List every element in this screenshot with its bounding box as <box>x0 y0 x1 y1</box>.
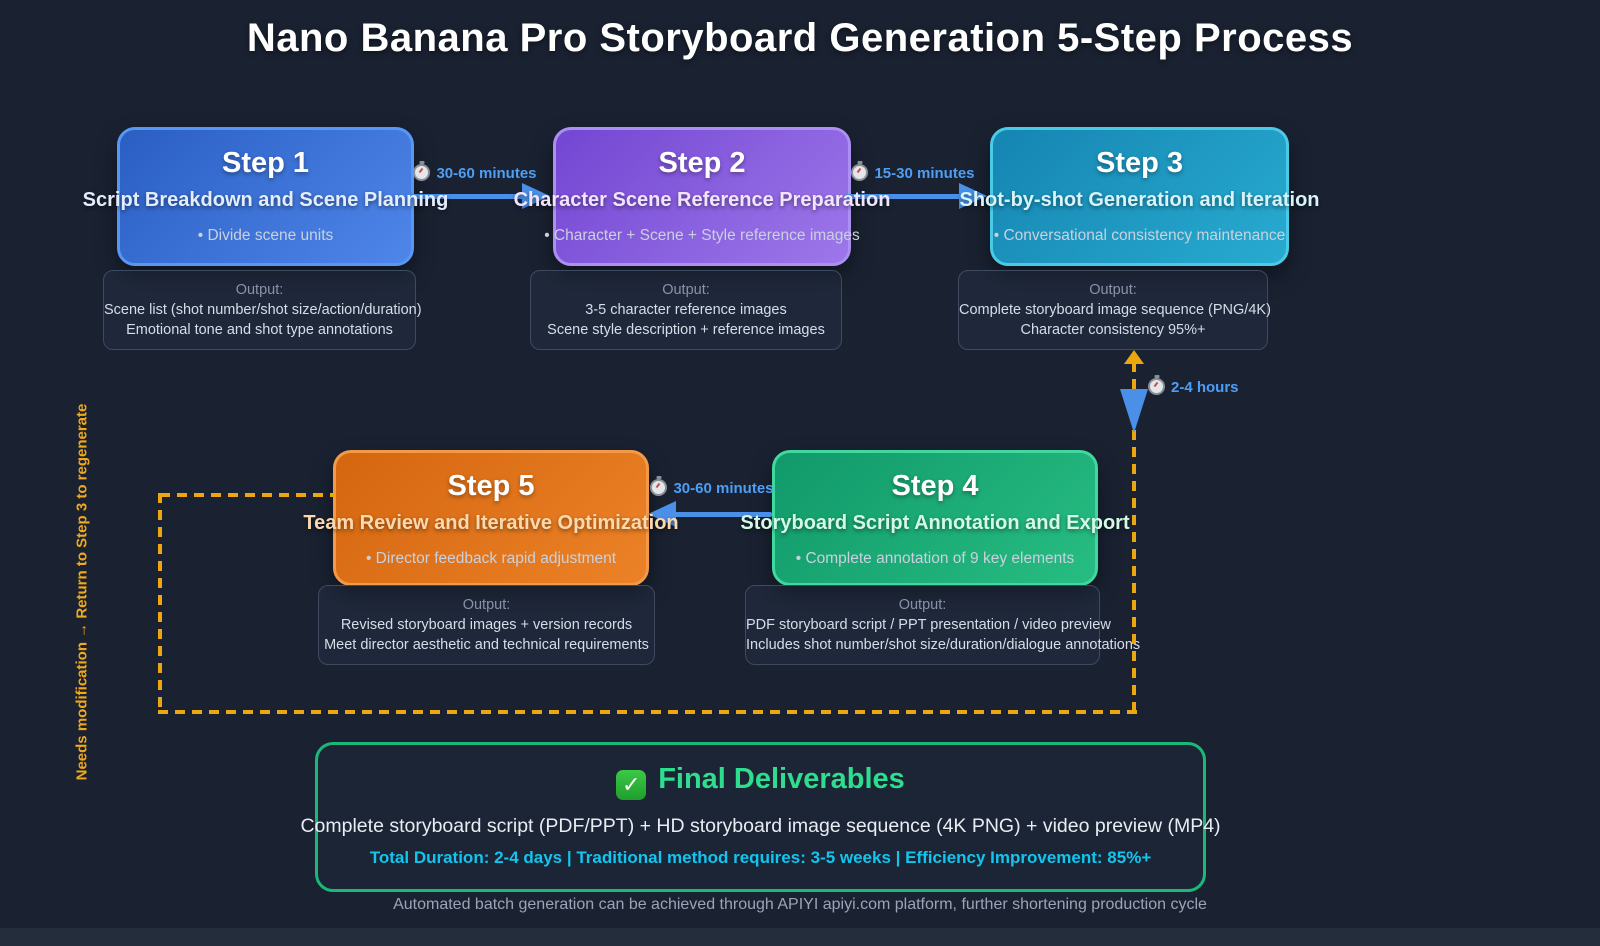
step-2-subtitle: Character Scene Reference Preparation <box>513 189 891 211</box>
step-3-box: Step 3 Shot-by-shot Generation and Itera… <box>959 127 1320 266</box>
arrow-step1-step2 <box>408 194 526 199</box>
final-deliverables-title-text: Final Deliverables <box>658 763 905 795</box>
step-3-bullet: • Conversational consistency maintenance <box>993 227 1286 244</box>
step-3-subtitle: Shot-by-shot Generation and Iteration <box>959 189 1320 211</box>
page-title: Nano Banana Pro Storyboard Generation 5-… <box>246 16 1354 60</box>
feedback-label: Needs modification → Return to Step 3 to… <box>73 403 91 781</box>
transition-2-label: 15-30 minutes <box>838 164 988 182</box>
output-line: Scene list (shot number/shot size/action… <box>104 302 422 318</box>
step-1-box: Step 1 Script Breakdown and Scene Planni… <box>83 127 448 266</box>
output-line: Revised storyboard images + version reco… <box>340 617 633 633</box>
stopwatch-icon <box>1148 378 1165 395</box>
output-label: Output: <box>462 597 511 613</box>
step-1-bullet: • Divide scene units <box>197 227 334 244</box>
step-4-title: Step 4 <box>891 470 979 502</box>
bottom-strip <box>0 928 1600 946</box>
stopwatch-icon <box>851 164 869 181</box>
final-deliverables-stats: Total Duration: 2-4 days | Traditional m… <box>369 848 1152 867</box>
output-line: PDF storyboard script / PPT presentation… <box>746 617 1111 633</box>
arrow-head-right-icon <box>959 183 987 209</box>
output-line: Includes shot number/shot size/duration/… <box>746 637 1141 653</box>
transition-2-duration: 15-30 minutes <box>874 165 975 182</box>
output-line: Meet director aesthetic and technical re… <box>324 637 649 653</box>
transition-3-label: 2-4 hours <box>1148 378 1239 396</box>
transition-3-duration: 2-4 hours <box>1171 379 1239 396</box>
step-4-output-box: Output: PDF storyboard script / PPT pres… <box>745 585 1141 665</box>
step-5-output-box: Output: Revised storyboard images + vers… <box>318 585 655 665</box>
step-2-box: Step 2 Character Scene Reference Prepara… <box>514 127 890 266</box>
feedback-arrow-up-icon <box>1124 350 1144 364</box>
step-2-title: Step 2 <box>658 147 746 179</box>
transition-4-label: 30-60 minutes <box>637 479 787 497</box>
footer-note: Automated batch generation can be achiev… <box>393 896 1207 913</box>
step-3-title: Step 3 <box>1095 147 1184 179</box>
check-icon: ✓ <box>616 770 647 800</box>
feedback-line-right <box>1132 362 1136 712</box>
step-1-title: Step 1 <box>221 147 310 179</box>
step-4-subtitle: Storyboard Script Annotation and Export <box>740 512 1130 534</box>
arrow-head-left-icon <box>648 501 676 527</box>
feedback-line-bottom <box>158 710 1137 714</box>
arrow-step2-step3 <box>845 194 963 199</box>
final-deliverables-description: Complete storyboard script (PDF/PPT) + H… <box>300 815 1221 837</box>
output-line: Emotional tone and shot type annotations <box>126 322 393 338</box>
arrow-step4-step5 <box>674 512 772 517</box>
transition-1-label: 30-60 minutes <box>400 164 550 182</box>
feedback-line-left <box>158 493 162 712</box>
step-2-output-box: Output: 3-5 character reference images S… <box>530 270 842 350</box>
step-4-bullet: • Complete annotation of 9 key elements <box>795 550 1075 567</box>
arrow-head-down-icon <box>1120 389 1148 433</box>
output-line: Complete storyboard image sequence (PNG/… <box>959 302 1271 318</box>
step-5-box: Step 5 Team Review and Iterative Optimiz… <box>303 450 679 586</box>
transition-1-duration: 30-60 minutes <box>436 165 537 182</box>
output-line: 3-5 character reference images <box>585 302 787 318</box>
output-line: Scene style description + reference imag… <box>547 322 825 338</box>
step-2-bullet: • Character + Scene + Style reference im… <box>544 227 860 244</box>
step-1-subtitle: Script Breakdown and Scene Planning <box>82 189 449 211</box>
step-5-bullet: • Director feedback rapid adjustment <box>365 550 617 567</box>
step-5-subtitle: Team Review and Iterative Optimization <box>303 512 679 534</box>
step-4-box: Step 4 Storyboard Script Annotation and … <box>740 450 1130 586</box>
output-line: Character consistency 95%+ <box>1020 322 1206 338</box>
arrow-head-right-icon <box>522 183 550 209</box>
feedback-line-top <box>160 493 335 497</box>
final-deliverables-title: ✓ Final Deliverables <box>318 763 1203 800</box>
step-5-title: Step 5 <box>447 470 535 502</box>
output-label: Output: <box>898 597 947 613</box>
stopwatch-icon <box>650 479 668 496</box>
stopwatch-icon <box>413 164 431 181</box>
transition-4-duration: 30-60 minutes <box>673 480 774 497</box>
step-1-output-box: Output: Scene list (shot number/shot siz… <box>103 270 422 350</box>
output-label: Output: <box>662 282 710 298</box>
step-3-output-box: Output: Complete storyboard image sequen… <box>958 270 1271 350</box>
final-deliverables-box: ✓ Final Deliverables Complete storyboard … <box>300 742 1221 892</box>
output-label: Output: <box>1089 282 1137 298</box>
output-label: Output: <box>235 282 284 298</box>
